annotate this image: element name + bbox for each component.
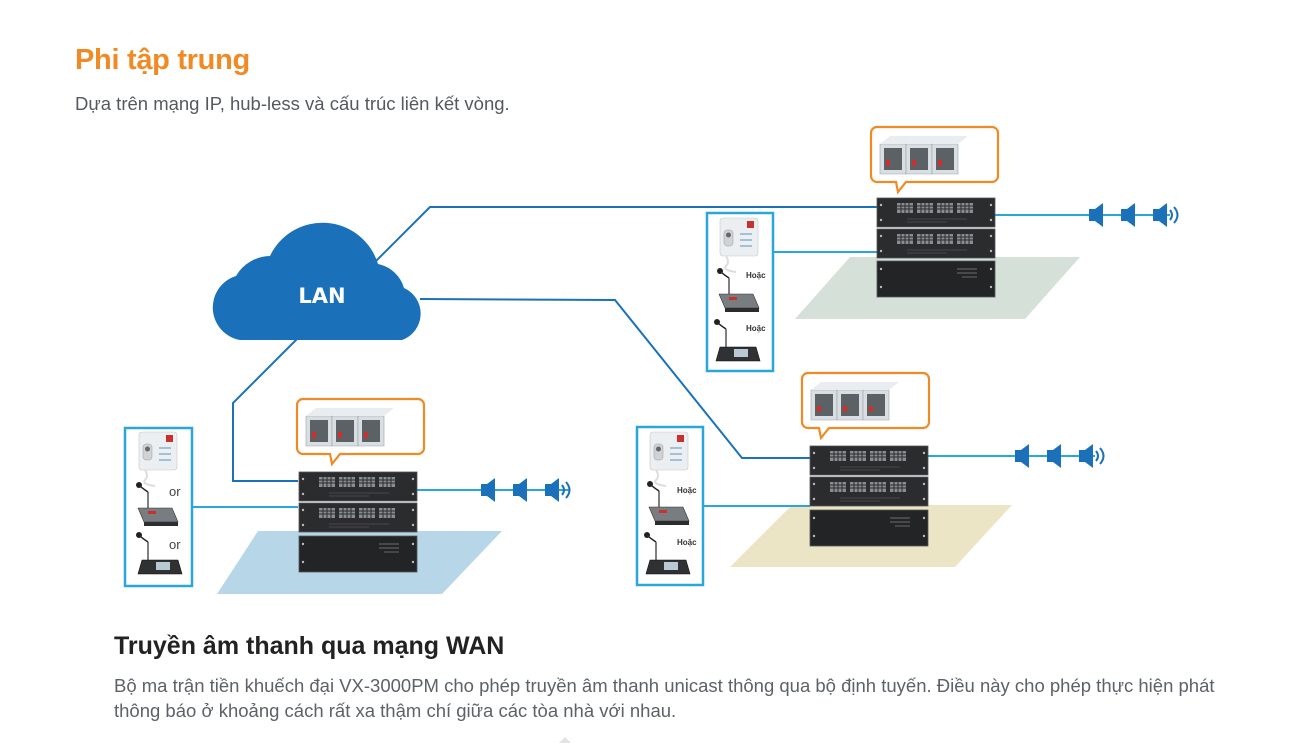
psu-modules-top-right: [879, 135, 969, 175]
page-subtitle: Dựa trên mạng IP, hub-less và cấu trúc l…: [75, 93, 510, 114]
console-or-label: Hoặc: [746, 324, 766, 333]
rack-stack-bottom-right: [809, 445, 929, 547]
speaker-active-icon: [545, 478, 559, 502]
console-or-label: Hoặc: [677, 538, 697, 547]
speakers-bottom-right: [1015, 444, 1105, 468]
link-lan-top-right: [374, 206, 878, 263]
section-title: Truyền âm thanh qua mạng WAN: [114, 632, 505, 660]
speakers-left: [481, 478, 571, 502]
speaker-icon: [481, 478, 495, 502]
psu-modules-bottom-right: [810, 381, 900, 421]
console-or-label: or: [169, 484, 181, 499]
sound-wave-icon: [1169, 206, 1179, 224]
console-or-label: Hoặc: [746, 271, 766, 280]
rack-stack-top-right: [876, 197, 996, 298]
speaker-icon: [1047, 444, 1061, 468]
link-lan-bottom-right: [419, 298, 810, 459]
speaker-icon: [1121, 203, 1135, 227]
console-or-label: or: [169, 537, 181, 552]
page-title: Phi tập trung: [75, 44, 250, 76]
speaker-active-icon: [1153, 203, 1167, 227]
network-lines: [232, 206, 878, 482]
console-or-label: Hoặc: [677, 486, 697, 495]
speaker-active-icon: [1079, 444, 1093, 468]
lan-label: LAN: [298, 284, 345, 308]
link-lan-left: [232, 337, 299, 482]
speakers-top-right: [1089, 203, 1179, 227]
section-body: Bộ ma trận tiền khuếch đại VX-3000PM cho…: [114, 675, 1215, 721]
speaker-icon: [1089, 203, 1103, 227]
speaker-icon: [1015, 444, 1029, 468]
lan-cloud: LAN: [212, 222, 421, 340]
sound-wave-icon: [1095, 447, 1105, 465]
site-top-right: Hoặc Hoặc: [705, 125, 1179, 373]
psu-modules-left: [305, 407, 395, 447]
sound-wave-icon: [561, 481, 571, 499]
rack-stack-left: [298, 471, 418, 573]
speaker-icon: [513, 478, 527, 502]
site-bottom-right: Hoặc Hoặc: [635, 371, 1105, 587]
scroll-indicator-icon: [559, 737, 571, 743]
site-left: or or: [123, 397, 571, 588]
